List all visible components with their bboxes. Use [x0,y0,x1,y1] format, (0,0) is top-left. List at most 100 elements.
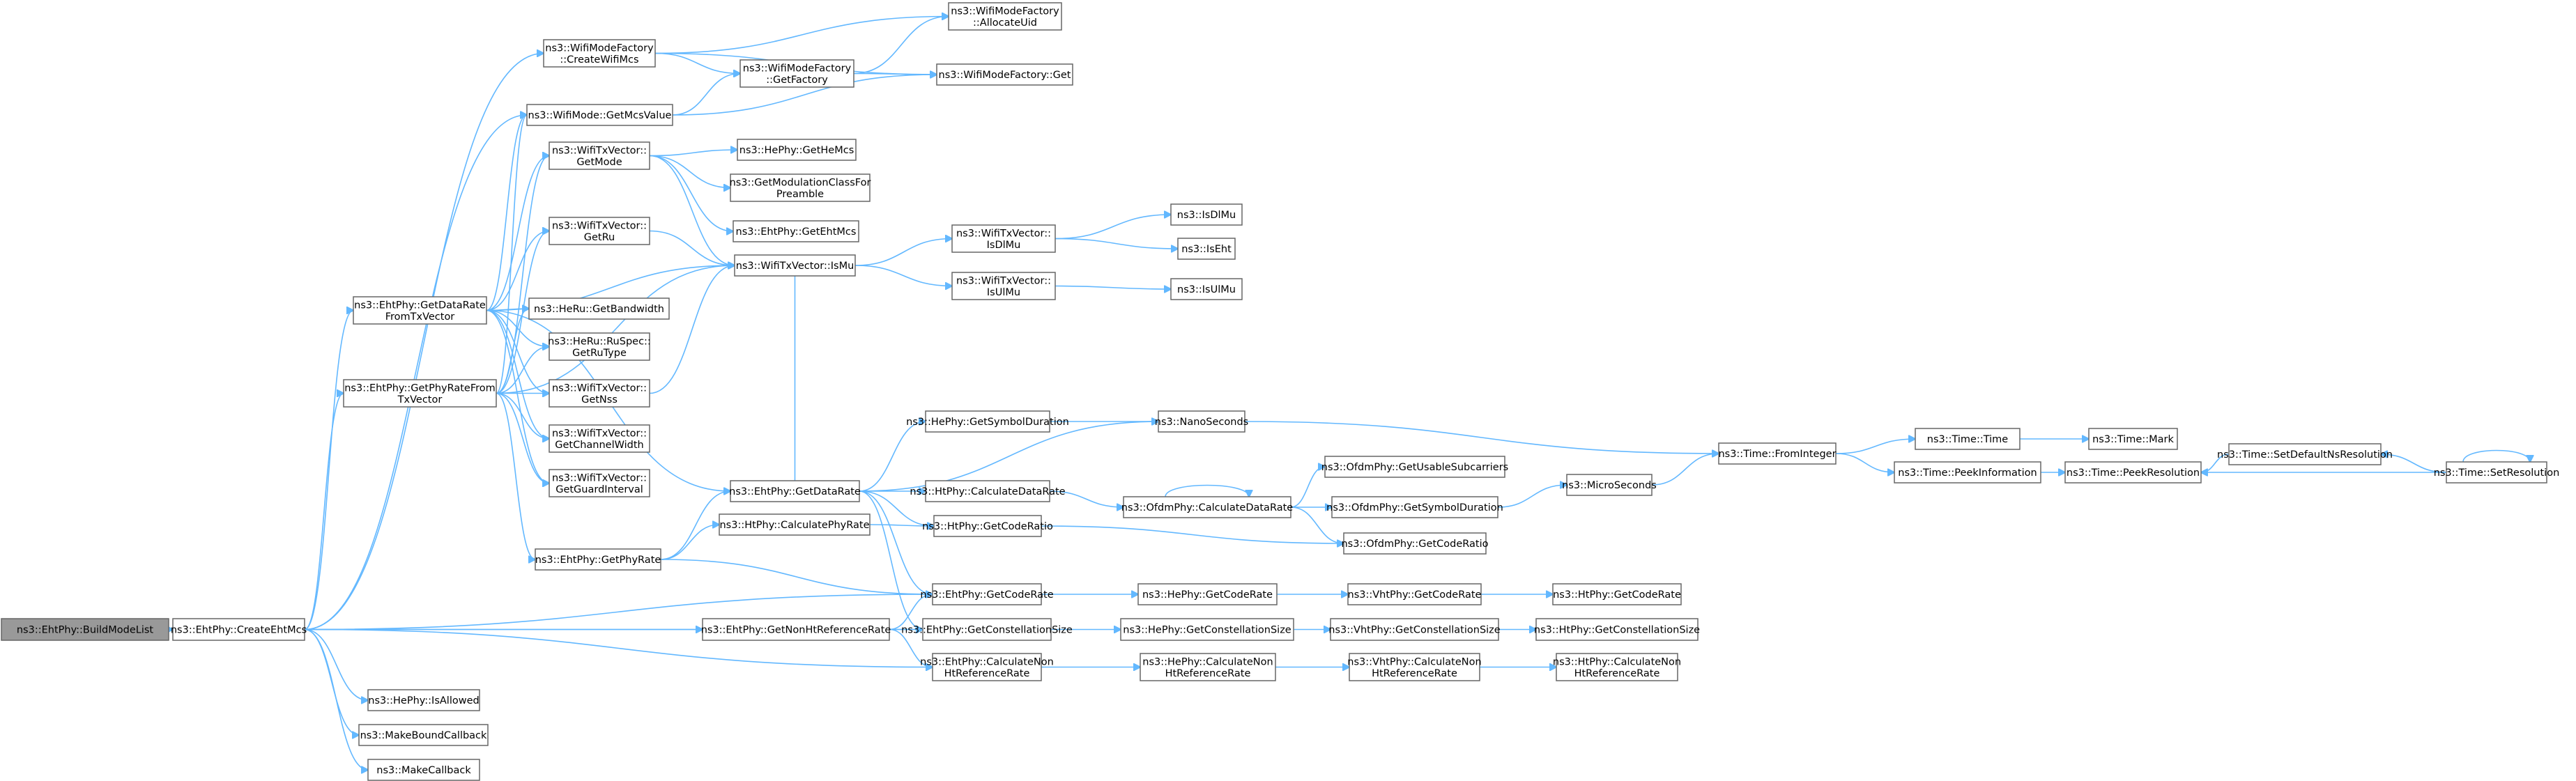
node-ns3-heru-getbandwidth[interactable]: ns3::HeRu::GetBandwidth [528,297,670,320]
node-box[interactable] [932,583,1042,605]
node-ns3-microseconds[interactable]: ns3::MicroSeconds [1562,474,1657,496]
node-box[interactable] [549,424,650,453]
node-ns3-ehtphy-getnonhtreferencerate[interactable]: ns3::EhtPhy::GetNonHtReferenceRate [701,618,891,641]
node-box[interactable] [951,224,1056,253]
node-ns3-wifitxvector-getmode[interactable]: ns3::WifiTxVector::GetMode [549,141,650,170]
node-box[interactable] [925,410,1050,433]
node-box[interactable] [549,217,650,245]
node-ns3-wifitxvector-getru[interactable]: ns3::WifiTxVector::GetRu [549,217,650,245]
node-ns3-time-peekresolution[interactable]: ns3::Time::PeekResolution [2064,461,2202,484]
node-box[interactable] [1140,653,1276,681]
node-ns3-time-frominteger[interactable]: ns3::Time::FromInteger [1718,442,1837,465]
node-ns3-htphy-calculatedatarate[interactable]: ns3::HtPhy::CalculateDataRate [910,480,1066,502]
node-box[interactable] [1123,496,1291,518]
node-box[interactable] [1349,653,1480,681]
node-box[interactable] [922,618,1052,641]
node-box[interactable] [543,39,656,68]
node-box[interactable] [932,653,1042,681]
node-box[interactable] [739,59,854,88]
node-box[interactable] [1535,618,1699,641]
node-ns3-hephy-getconstellationsize[interactable]: ns3::HePhy::GetConstellationSize [1120,618,1294,641]
node-ns3-htphy-getconstellationsize[interactable]: ns3::HtPhy::GetConstellationSize [1534,618,1700,641]
node-ns3-vhtphy-getcoderate[interactable]: ns3::VhtPhy::GetCodeRate [1347,583,1482,605]
node-box[interactable] [733,220,859,242]
node-ns3-hephy-isallowed[interactable]: ns3::HePhy::IsAllowed [367,689,480,711]
node-box[interactable] [1120,618,1294,641]
node-box[interactable] [526,104,673,126]
node-box[interactable] [1330,618,1499,641]
node-box[interactable] [1552,583,1682,605]
node-ns3-vhtphy-getconstellationsize[interactable]: ns3::VhtPhy::GetConstellationSize [1328,618,1501,641]
node-ns3-ehtphy-buildmodelist[interactable]: ns3::EhtPhy::BuildModeList [1,618,169,641]
node-ns3-htphy-calculatephyrate[interactable]: ns3::HtPhy::CalculatePhyRate [719,513,871,536]
node-box[interactable] [2446,461,2547,484]
node-ns3-hephy-getsymbolduration[interactable]: ns3::HePhy::GetSymbolDuration [906,410,1069,433]
node-ns3-ofdmphy-calculatedatarate[interactable]: ns3::OfdmPhy::CalculateDataRate [1121,496,1293,518]
node-box[interactable] [1566,474,1653,496]
node-box[interactable] [1331,496,1498,518]
node-ns3-wifimodefactory-allocateuid[interactable]: ns3::WifiModeFactory::AllocateUid [948,2,1062,31]
node-box[interactable] [933,515,1042,537]
node-box[interactable] [702,618,890,641]
node-ns3-nanoseconds[interactable]: ns3::NanoSeconds [1155,410,1248,433]
node-box[interactable] [549,469,650,497]
node-ns3-wifitxvector-getguardinterval[interactable]: ns3::WifiTxVector::GetGuardInterval [549,469,650,497]
node-ns3-wifitxvector-getchannelwidth[interactable]: ns3::WifiTxVector::GetChannelWidth [549,424,650,453]
node-box[interactable] [1158,410,1245,433]
node-box[interactable] [367,759,480,781]
node-ns3-ehtphy-getehtmcs[interactable]: ns3::EhtPhy::GetEhtMcs [733,220,859,242]
node-ns3-time-setdefaultnsresolution[interactable]: ns3::Time::SetDefaultNsResolution [2217,443,2393,465]
node-ns3-wifimodefactory-createwifimcs[interactable]: ns3::WifiModeFactory::CreateWifiMcs [543,39,656,68]
node-box[interactable] [528,297,670,320]
node-box[interactable] [948,2,1062,31]
node-box[interactable] [936,63,1073,86]
node-ns3-hephy-gethemcs[interactable]: ns3::HePhy::GetHeMcs [737,139,857,161]
node-box[interactable] [951,272,1056,300]
node-box[interactable] [1170,278,1243,300]
node-ns3-iseht[interactable]: ns3::IsEht [1177,238,1236,260]
node-box[interactable] [1137,583,1278,605]
node-box[interactable] [172,618,305,641]
node-ns3-ehtphy-getdatarate[interactable]: ns3::EhtPhy::GetDataRate [729,480,861,502]
node-box[interactable] [737,139,857,161]
node-box[interactable] [1718,442,1837,465]
node-box[interactable] [549,141,650,170]
node-box[interactable] [1915,428,2021,450]
node-ns3-wifitxvector-ismu[interactable]: ns3::WifiTxVector::IsMu [734,254,856,277]
node-box[interactable] [1343,532,1487,555]
node-ns3-isulmu[interactable]: ns3::IsUlMu [1170,278,1243,300]
node-ns3-time-peekinformation[interactable]: ns3::Time::PeekInformation [1894,461,2041,484]
node-ns3-heru-ruspec-getrutype[interactable]: ns3::HeRu::RuSpec::GetRuType [548,332,651,361]
node-ns3-ehtphy-createehtmcs[interactable]: ns3::EhtPhy::CreateEhtMcs [171,618,307,641]
node-ns3-htphy-getcoderate[interactable]: ns3::HtPhy::GetCodeRate [1552,583,1682,605]
node-ns3-time-time[interactable]: ns3::Time::Time [1915,428,2021,450]
node-box[interactable] [925,480,1050,502]
node-box[interactable] [1347,583,1482,605]
node-ns3-ofdmphy-getcoderatio[interactable]: ns3::OfdmPhy::GetCodeRatio [1341,532,1489,555]
node-ns3-ehtphy-getphyrate[interactable]: ns3::EhtPhy::GetPhyRate [535,548,661,571]
node-ns3-wifimodefactory-get[interactable]: ns3::WifiModeFactory::Get [936,63,1073,86]
node-box[interactable] [2088,428,2178,450]
node-box[interactable] [2228,443,2382,465]
node-box[interactable] [1177,238,1236,260]
node-ns3-isdlmu[interactable]: ns3::IsDlMu [1170,203,1243,226]
node-box[interactable] [1556,653,1678,681]
node-box[interactable] [549,379,650,408]
node-box[interactable] [1324,456,1505,478]
node-ns3-htphy-getcoderatio[interactable]: ns3::HtPhy::GetCodeRatio [922,515,1053,537]
node-ns3-hephy-getcoderate[interactable]: ns3::HePhy::GetCodeRate [1137,583,1278,605]
node-box[interactable] [730,173,871,202]
node-box[interactable] [1170,203,1243,226]
node-ns3-wifitxvector-isulmu[interactable]: ns3::WifiTxVector::IsUlMu [951,272,1056,300]
node-ns3-makecallback[interactable]: ns3::MakeCallback [367,759,480,781]
node-box[interactable] [734,254,856,277]
node-box[interactable] [367,689,480,711]
node-ns3-ofdmphy-getusablesubcarriers[interactable]: ns3::OfdmPhy::GetUsableSubcarriers [1321,456,1508,478]
node-ns3-time-setresolution[interactable]: ns3::Time::SetResolution [2434,461,2560,484]
